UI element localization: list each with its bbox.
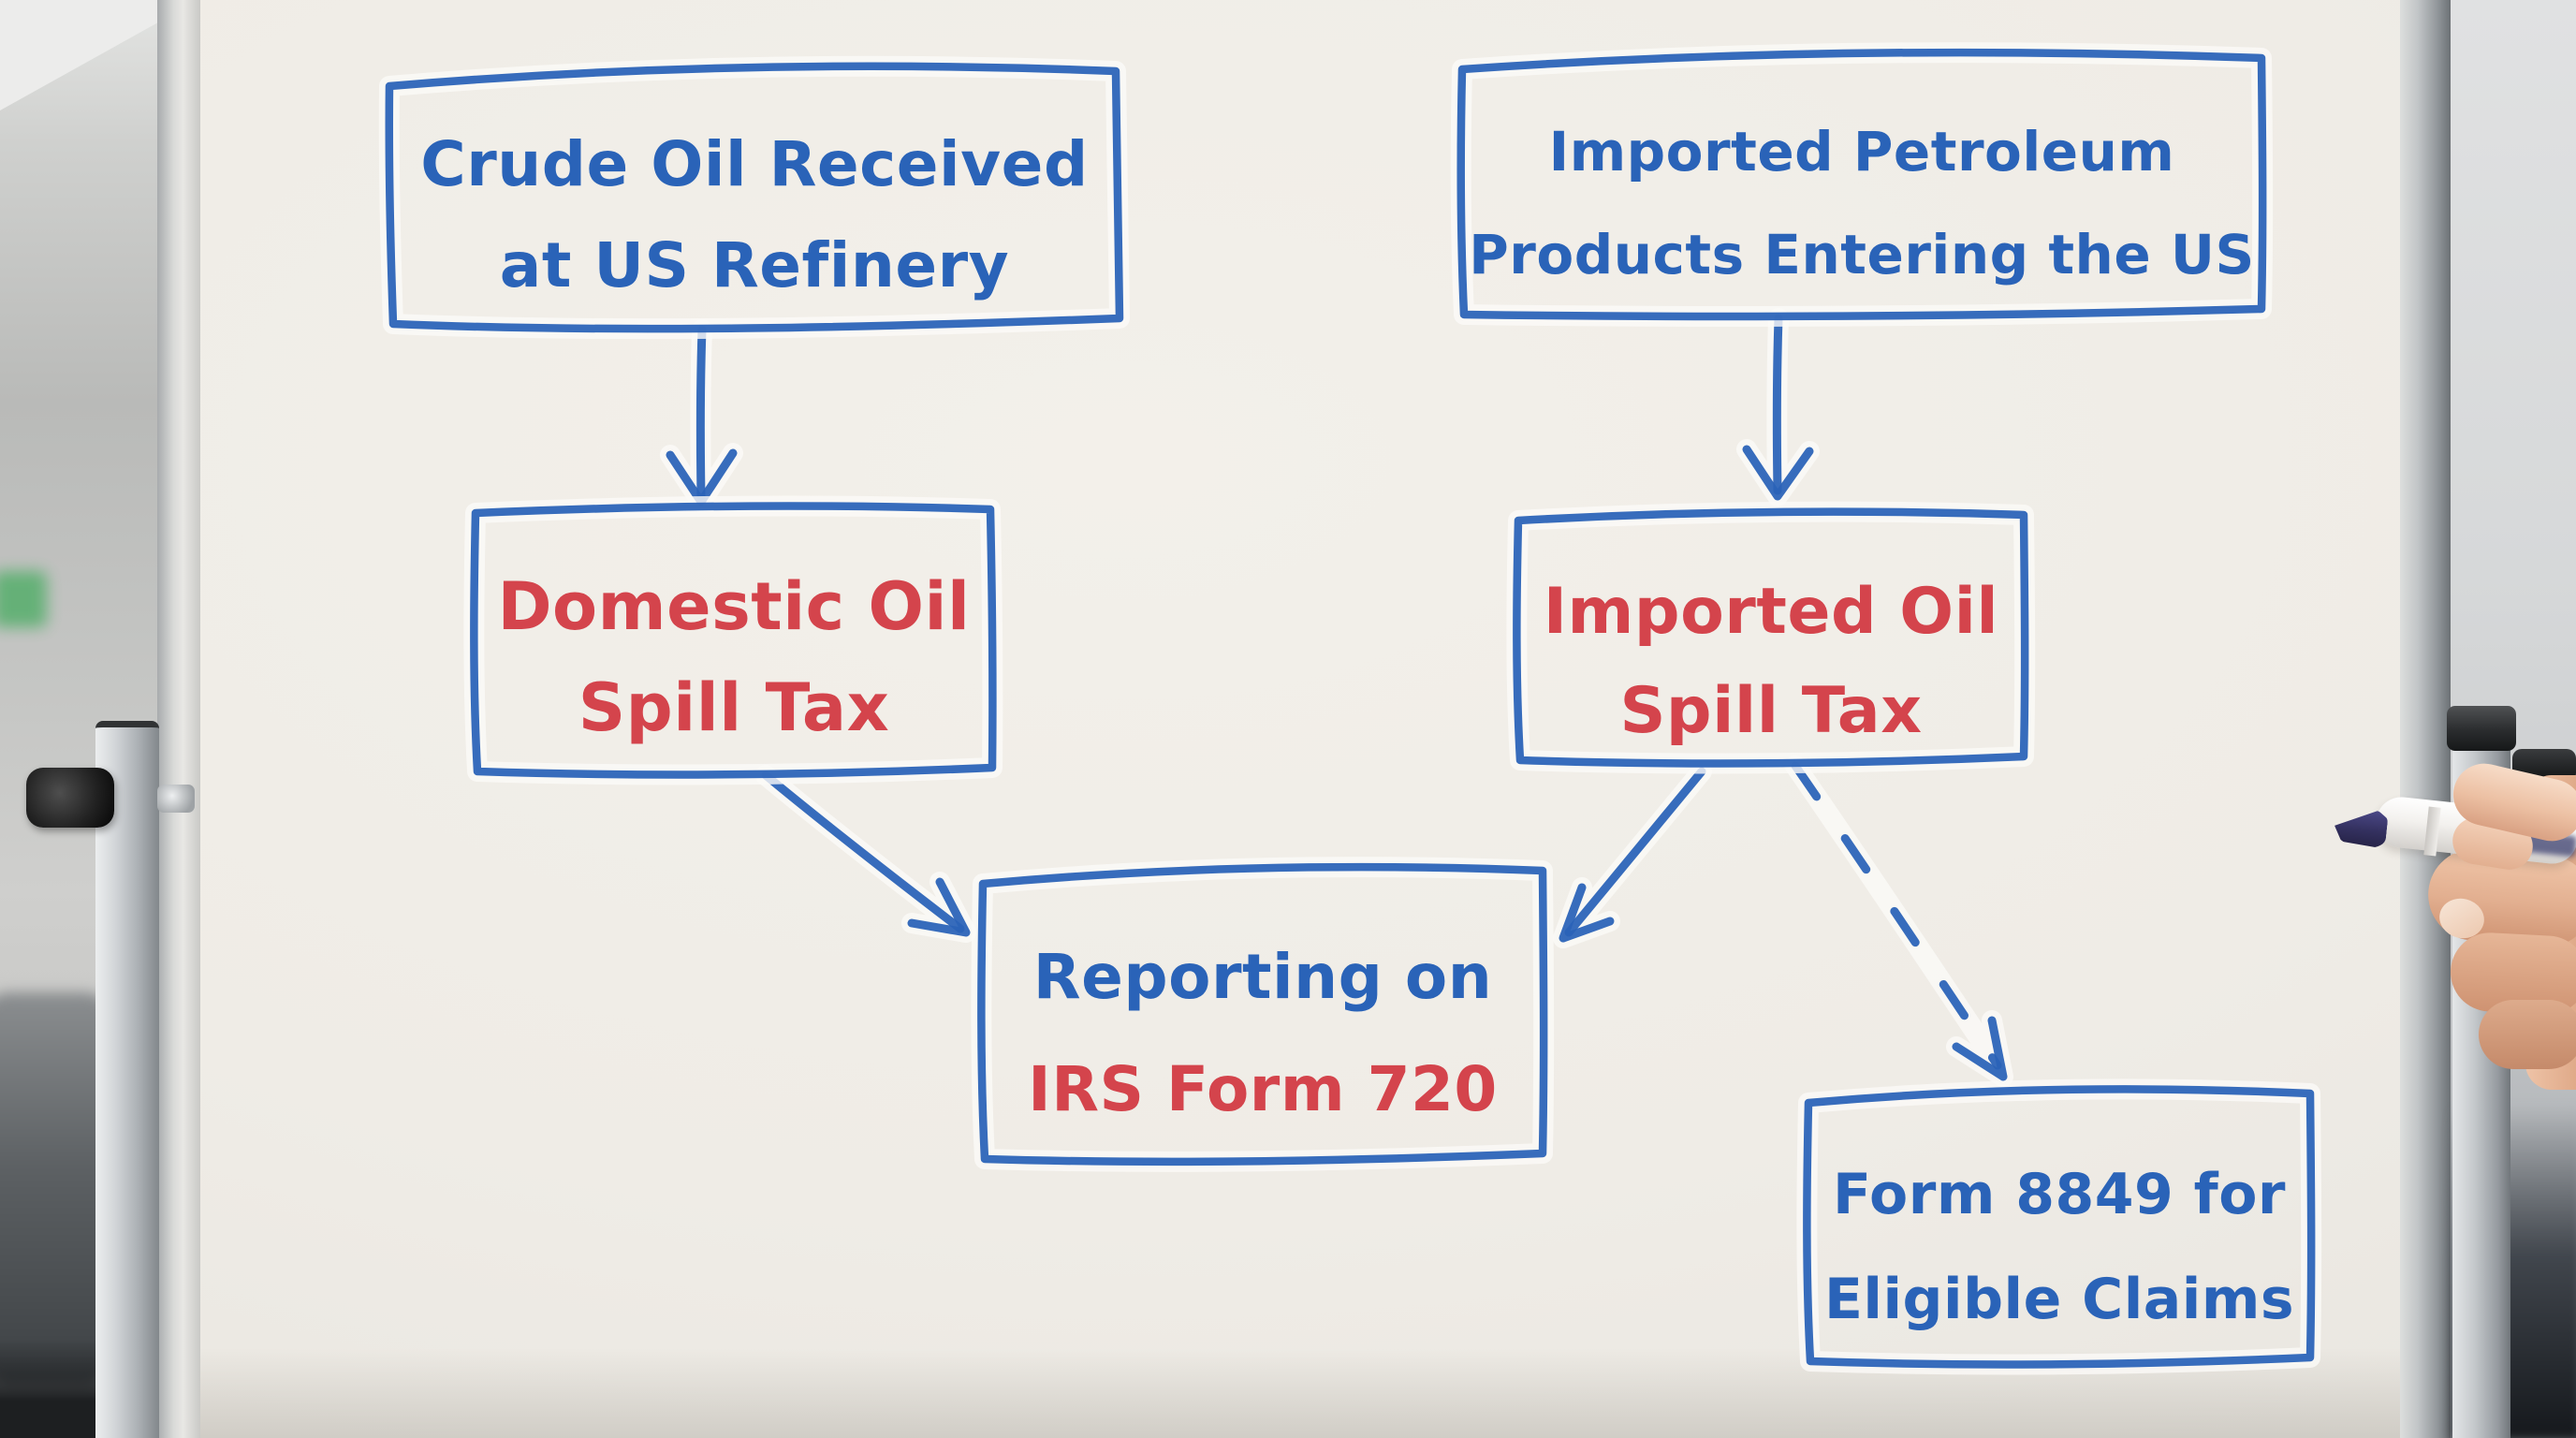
node-box-outline: [385, 62, 1124, 333]
node-box-outline: [470, 502, 997, 779]
node-label-line: Reporting on: [1033, 941, 1492, 1013]
furniture-blur-left: [0, 992, 112, 1386]
arrow-head: [666, 448, 738, 506]
flow-node-reporting-irs-form-720: Reporting on IRS Form 720: [971, 857, 1555, 1172]
node-box-outline: [1513, 507, 2029, 768]
exit-sign-blur: [0, 571, 47, 627]
node-label-line: Form 8849 for: [1833, 1162, 2286, 1227]
node-label-line: Imported Petroleum: [1549, 120, 2175, 183]
frame-post-left: [95, 721, 159, 1438]
arrow-shaft-dashed: [1791, 761, 2002, 1070]
flow-node-crude-oil-received: Crude Oil Received at US Refinery: [378, 55, 1130, 340]
flow-node-imported-oil-spill-tax: Imported Oil Spill Tax: [1506, 501, 2036, 774]
node-box-outline: [1803, 1085, 2316, 1369]
arrow-head: [1559, 883, 1615, 943]
frame-post-cap-right: [2447, 706, 2516, 751]
frame-bolt-left: [157, 785, 195, 813]
node-label-line: Spill Tax: [1619, 674, 1922, 748]
whiteboard-edge-right: [2400, 0, 2451, 1438]
node-label-line: at US Refinery: [500, 229, 1009, 301]
node-label-line: Imported Oil: [1544, 575, 1998, 649]
whiteboard-surface: [200, 0, 2404, 1438]
arrow-head: [907, 877, 971, 937]
flow-node-domestic-oil-spill-tax: Domestic Oil Spill Tax: [463, 495, 1003, 785]
flow-node-imported-petroleum-products: Imported Petroleum Products Entering the…: [1450, 42, 2274, 327]
flow-edge-domestic-to-reporting: [755, 765, 976, 943]
arrow-shaft: [695, 325, 707, 501]
arrow-shaft: [761, 770, 965, 933]
flow-edge-imported-tax-to-reporting: [1553, 761, 1712, 948]
frame-knob-left: [26, 768, 114, 828]
node-label-line: Products Entering the US: [1469, 223, 2254, 286]
node-box-outline: [1456, 48, 2267, 321]
flow-edge-imported-products-to-imported-tax: [1736, 308, 1820, 506]
arrow-head: [1952, 1016, 2008, 1081]
flow-edge-imported-tax-to-form-8849: [1785, 756, 2013, 1087]
flow-node-form-8849-eligible-claims: Form 8849 for Eligible Claims: [1796, 1078, 2322, 1375]
node-label-line: Domestic Oil: [497, 568, 970, 645]
node-label-line: Spill Tax: [578, 669, 890, 746]
arrow-head: [1742, 445, 1814, 501]
arrow-shaft: [1772, 314, 1783, 495]
node-label-line: Crude Oil Received: [420, 128, 1088, 200]
node-label-line: Eligible Claims: [1824, 1267, 2294, 1332]
arrow-shaft: [1564, 767, 1706, 937]
finger-knuckle: [2479, 1000, 2576, 1069]
whiteboard-edge-left: [157, 0, 200, 1438]
node-label-line: IRS Form 720: [1028, 1053, 1498, 1125]
node-box-outline: [977, 862, 1548, 1167]
flow-edge-crude-to-domestic: [660, 319, 743, 512]
